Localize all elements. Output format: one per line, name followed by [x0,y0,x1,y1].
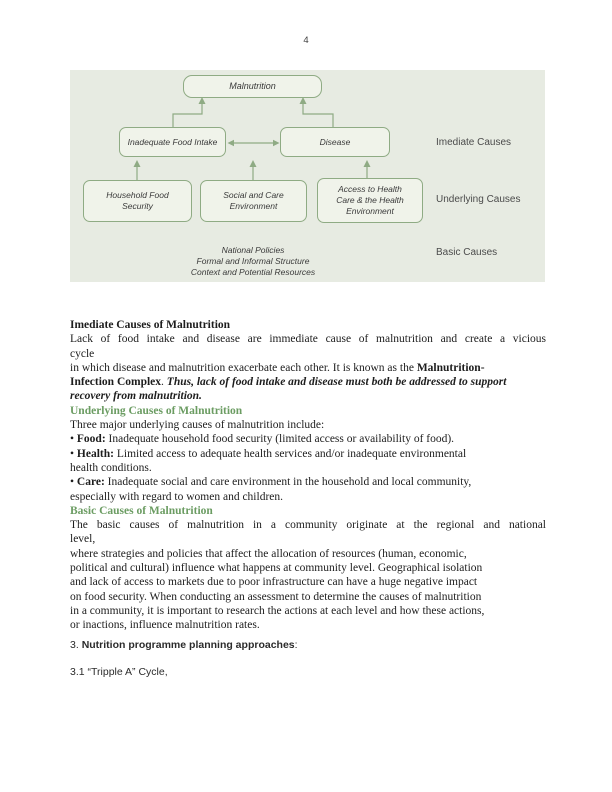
diagram-box-access-to-health-care: Access to Health Care & the Health Envir… [317,178,423,223]
text-line: The basic causes of malnutrition in a co… [70,519,546,532]
text-line: level, [70,533,96,546]
text-line: where strategies and policies that affec… [70,547,467,560]
text-line: Imediate Causes of Malnutrition [70,319,231,331]
diagram-label-immediate-causes: Imediate Causes [436,137,512,148]
text-line: Basic Causes of Malnutrition [70,504,213,517]
text-line: and lack of access to markets due to poo… [70,576,478,589]
section-3-heading-block: 3. Nutrition programme planning approach… [70,639,546,693]
text-line: Three major underlying causes of malnutr… [70,419,325,432]
text-line: • Food: Inadequate household food securi… [70,433,455,446]
text-line: cycle [70,347,95,360]
diagram-box-disease: Disease [280,127,390,157]
malnutrition-causes-diagram: Malnutrition Inadequate Food Intake Dise… [70,70,545,282]
text-line: 3. Nutrition programme planning approach… [70,639,298,651]
diagram-box-social-care-environment: Social and Care Environment [200,180,307,222]
text-line: or inactions, influence malnutrition rat… [70,619,260,632]
diagram-label-underlying-causes: Underlying Causes [436,194,521,205]
text-line: Lack of food intake and disease are imme… [70,333,546,346]
diagram-label-basic-causes: Basic Causes [436,247,498,258]
text-line: in a community, it is important to resea… [70,604,485,617]
text-line: • Care: Inadequate social and care envir… [70,476,472,489]
text-line: health conditions. [70,461,152,474]
text-line: especially with regard to women and chil… [70,490,283,503]
diagram-box-malnutrition: Malnutrition [183,75,322,98]
text-line: • Health: Limited access to adequate hea… [70,447,467,460]
diagram-basic-causes-text: National Policies Formal and Informal St… [190,245,316,277]
text-line: Infection Complex. Thus, lack of food in… [70,376,507,389]
diagram-box-inadequate-food-intake: Inadequate Food Intake [119,127,226,157]
text-line: political and cultural) influence what h… [70,562,483,575]
text-line: 3.1 “Tripple A” Cycle, [70,666,168,678]
text-line: Underlying Causes of Malnutrition [70,404,243,417]
text-line: in which disease and malnutrition exacer… [70,361,485,374]
page-number: 4 [303,35,309,46]
text-line: on food security. When conducting an ass… [70,590,482,603]
diagram-box-household-food-security: Household Food Security [83,180,192,222]
text-line: recovery from malnutrition. [70,390,202,403]
